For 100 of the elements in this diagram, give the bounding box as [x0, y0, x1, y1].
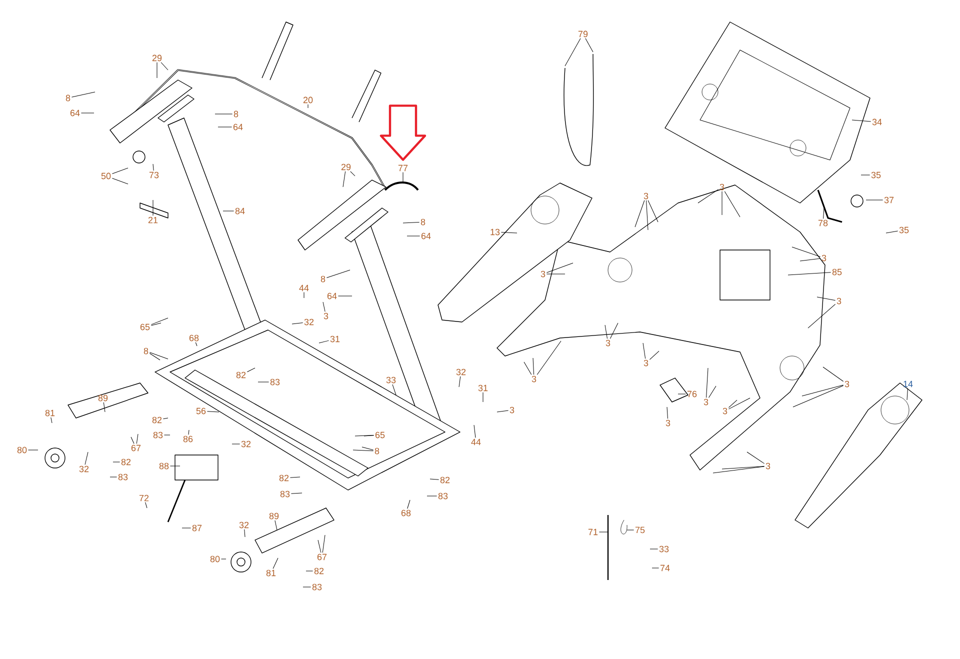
callout-number: 86 [183, 436, 193, 442]
leader-line [800, 258, 821, 262]
leader-line [352, 450, 374, 452]
callout-number: 32 [241, 440, 251, 448]
leader-line [112, 168, 128, 174]
leader-line [272, 558, 278, 569]
leader-line [823, 208, 824, 219]
callout-number: 32 [456, 368, 466, 376]
callout-number: 74 [660, 564, 670, 572]
leader-line [318, 340, 330, 344]
callout-number: 8 [320, 276, 326, 282]
callout-number: 13 [490, 228, 500, 236]
leader-line [642, 342, 646, 359]
leader-line [160, 62, 168, 70]
leader-line [546, 262, 574, 273]
leader-line [244, 529, 246, 538]
callout-number: 34 [872, 118, 882, 126]
leader-line [728, 398, 750, 410]
leader-line [650, 548, 658, 550]
callout-number: 83 [270, 378, 280, 386]
leader-line [326, 270, 350, 278]
callout-number: 21 [148, 216, 158, 224]
callout-number: 64 [233, 124, 243, 130]
leader-line [50, 417, 52, 424]
leader-line [722, 466, 765, 470]
callout-number: 50 [101, 172, 111, 180]
callout-number: 35 [871, 172, 881, 178]
leader-line [246, 368, 256, 372]
leader-line [708, 386, 716, 398]
callout-number: 78 [818, 220, 828, 226]
leader-line [290, 492, 302, 494]
callout-number: 3 [532, 376, 536, 382]
callout-number: 3 [606, 340, 610, 346]
leader-line [906, 388, 908, 400]
leader-line [350, 171, 356, 176]
callout-number: 8 [234, 110, 238, 118]
leader-line [342, 171, 346, 188]
leader-line [500, 232, 518, 234]
leader-line [648, 200, 658, 222]
callout-number: 83 [280, 490, 290, 498]
callout-number: 88 [159, 462, 169, 470]
leader-line [802, 384, 844, 396]
callout-number: 20 [303, 96, 313, 104]
leader-line [362, 446, 374, 450]
leader-line [788, 272, 832, 276]
leader-line [218, 126, 232, 128]
leader-line [103, 402, 106, 412]
leader-line [80, 112, 94, 114]
leader-line [860, 174, 870, 176]
callout-number: 82 [121, 458, 131, 466]
leader-line [156, 62, 158, 78]
callout-number: 3 [844, 380, 850, 388]
callout-number: 81 [266, 570, 276, 576]
callout-number: 72 [139, 494, 149, 502]
callout-number: 65 [140, 324, 150, 330]
callout-number: 80 [17, 446, 27, 454]
callout-number: 29 [152, 54, 162, 62]
leader-line [852, 120, 872, 122]
leader-line [816, 296, 836, 301]
callout-number: 75 [635, 526, 645, 534]
leader-line [792, 246, 821, 257]
leader-line [407, 500, 410, 509]
leader-line [458, 376, 461, 388]
leader-line [71, 92, 96, 98]
leader-line [402, 172, 404, 182]
callout-number: 3 [766, 462, 770, 470]
callout-number: 64 [327, 292, 337, 300]
leader-line [724, 191, 740, 218]
leader-line [112, 178, 128, 184]
leader-line [474, 424, 476, 438]
leader-line [222, 210, 234, 212]
callout-number: 77 [398, 164, 408, 172]
callout-number: 82 [440, 476, 450, 484]
leader-line [195, 342, 198, 346]
callout-number: 8 [374, 448, 380, 454]
callout-number: 3 [822, 254, 826, 262]
leader-line [145, 502, 148, 508]
leader-line [152, 164, 154, 171]
leader-line [585, 38, 594, 52]
leader-line [206, 411, 220, 412]
leader-line [822, 366, 844, 382]
leader-line [634, 200, 645, 228]
leader-line [152, 200, 154, 216]
callout-number: 83 [312, 584, 322, 590]
callout-number: 14 [904, 380, 913, 388]
callout-number: 3 [540, 270, 546, 278]
callout-number: 67 [317, 554, 327, 560]
leader-line [110, 476, 118, 478]
leader-line [482, 392, 484, 402]
callout-number: 3 [704, 398, 708, 406]
leader-line [402, 222, 420, 224]
leader-line [274, 520, 278, 530]
leader-line [290, 476, 300, 478]
callout-number: 64 [70, 110, 80, 116]
callout-number: 3 [644, 192, 648, 200]
leader-line [306, 570, 314, 572]
callout-number: 82 [152, 416, 162, 424]
leader-line [808, 304, 836, 328]
callout-number: 65 [375, 432, 385, 438]
callout-number: 8 [66, 94, 70, 102]
